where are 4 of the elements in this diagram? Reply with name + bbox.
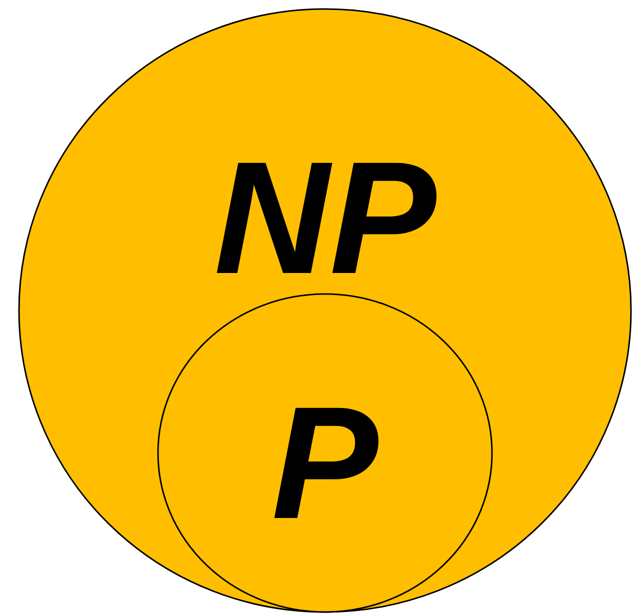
set-label: P: [272, 383, 378, 543]
set-circle: [18, 8, 632, 613]
set-circle: [157, 293, 493, 613]
set-label: NP: [214, 138, 436, 298]
